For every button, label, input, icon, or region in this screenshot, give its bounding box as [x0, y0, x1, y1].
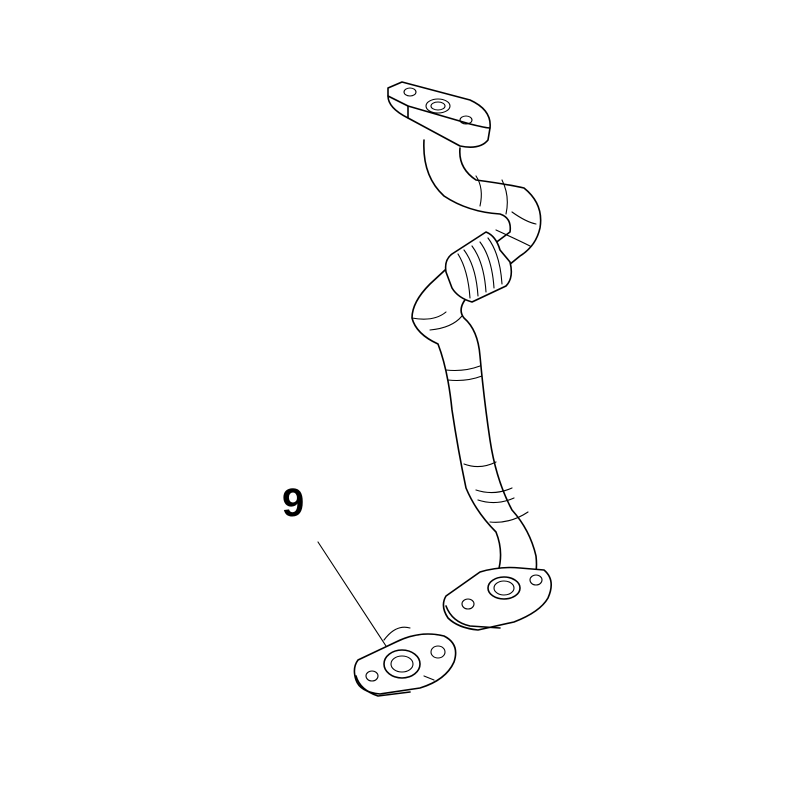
upper-flange [387, 81, 491, 148]
oil-pipe [411, 139, 542, 587]
callout-label-9: 9 [282, 481, 304, 525]
gasket-part-9 [353, 626, 457, 697]
pipe-sleeve [444, 231, 513, 303]
lower-flange [442, 566, 552, 631]
callout-leader-line [317, 541, 387, 647]
